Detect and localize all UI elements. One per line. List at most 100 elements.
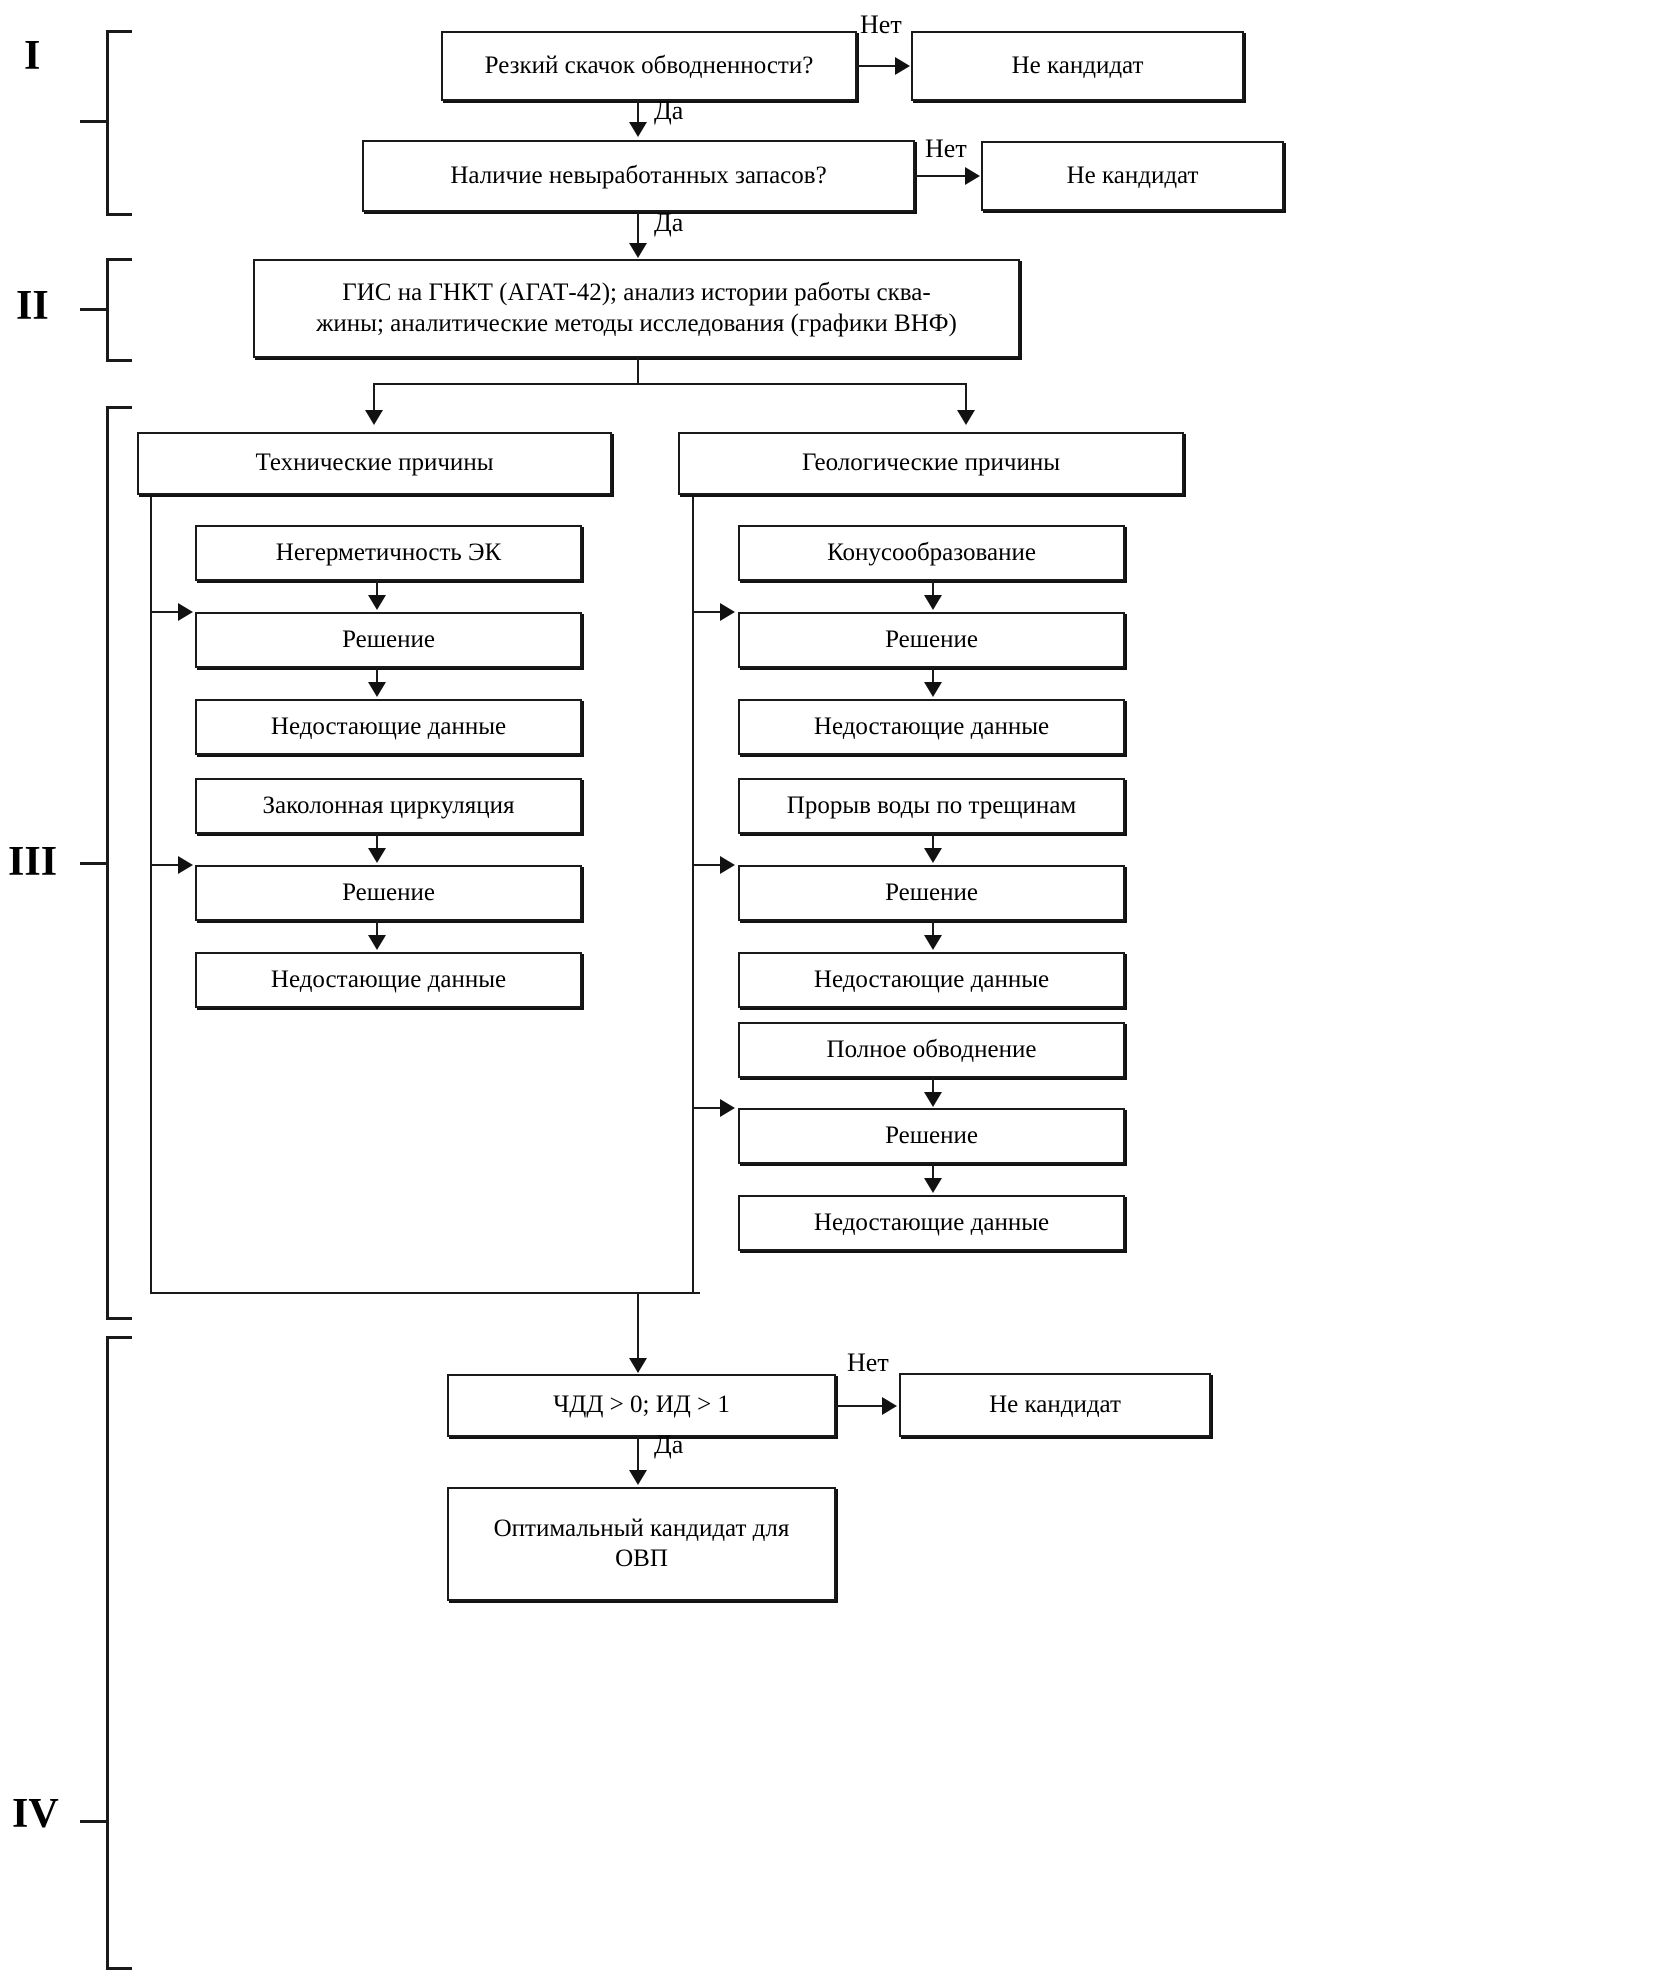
arrowhead-q2-stage2 bbox=[629, 243, 647, 258]
arrowhead-geological-3-4 bbox=[924, 848, 942, 863]
arrowhead-technical-4-5 bbox=[368, 935, 386, 950]
stage-numeral-III: III bbox=[8, 839, 58, 885]
arrowhead-geological-0-1 bbox=[924, 595, 942, 610]
rail-technical-feed-2 bbox=[150, 864, 184, 866]
arrowhead-economics-reject bbox=[882, 1397, 897, 1415]
edge-q1-to-reject1 bbox=[857, 65, 901, 67]
edge-label-q1-yes: Да bbox=[654, 96, 684, 125]
geological-item-6-label: Полное обводнение bbox=[826, 1035, 1037, 1063]
arrowhead-to-geological bbox=[957, 410, 975, 425]
geological-item-0-label: Конусообразование bbox=[827, 538, 1036, 566]
stage-tick-II bbox=[80, 308, 108, 311]
edge-label-q2-yes: Да bbox=[654, 208, 684, 237]
decision-water-cut-jump[interactable]: Резкий скачок обводненности? bbox=[441, 31, 857, 101]
result-optimal-candidate-line2: ОВП bbox=[615, 1545, 668, 1572]
rail-technical-vertical bbox=[150, 494, 152, 1294]
geological-item-5: Недостающие данные bbox=[738, 952, 1125, 1008]
stage-numeral-IV: IV bbox=[12, 1791, 59, 1837]
geological-item-1: Решение bbox=[738, 612, 1125, 668]
geological-item-0: Конусообразование bbox=[738, 525, 1125, 581]
geological-item-8: Недостающие данные bbox=[738, 1195, 1125, 1251]
technical-causes-header-label: Технические причины bbox=[255, 449, 494, 477]
result-not-candidate-1-label: Не кандидат bbox=[1011, 51, 1144, 79]
arrowhead-technical-feed-1 bbox=[178, 603, 193, 621]
geological-item-4: Решение bbox=[738, 865, 1125, 921]
geological-item-6: Полное обводнение bbox=[738, 1022, 1125, 1078]
edge-geological-7-8 bbox=[932, 1164, 934, 1185]
edge-stage2-to-geological bbox=[965, 383, 967, 421]
arrowhead-q1-q2 bbox=[629, 122, 647, 137]
geological-causes-header-label: Геологические причины bbox=[801, 449, 1061, 477]
technical-item-2: Недостающие данные bbox=[195, 699, 582, 755]
edge-geological-1-2 bbox=[932, 668, 934, 689]
result-not-candidate-3-label: Не кандидат bbox=[989, 1390, 1121, 1418]
investigation-methods-line1: ГИС на ГНКТ (АГАТ-42); анализ истории ра… bbox=[342, 279, 931, 306]
result-not-candidate-2-label: Не кандидат bbox=[1066, 161, 1199, 189]
rail-technical-feed-1 bbox=[150, 611, 184, 613]
edge-technical-4-5 bbox=[376, 921, 378, 942]
edge-geological-3-4 bbox=[932, 834, 934, 855]
geological-item-7: Решение bbox=[738, 1108, 1125, 1164]
decision-economics-label: ЧДД > 0; ИД > 1 bbox=[553, 1391, 730, 1419]
result-not-candidate-3: Не кандидат bbox=[899, 1373, 1211, 1437]
edge-technical-3-4 bbox=[376, 834, 378, 855]
arrowhead-technical-feed-2 bbox=[178, 856, 193, 874]
arrowhead-geological-6-7 bbox=[924, 1092, 942, 1107]
arrowhead-q2-reject bbox=[965, 167, 980, 185]
investigation-methods-line2: жины; аналитические методы исследования … bbox=[316, 309, 957, 337]
geological-item-8-label: Недостающие данные bbox=[813, 1208, 1050, 1236]
edge-q2-to-stage2 bbox=[637, 212, 639, 255]
arrowhead-technical-1-2 bbox=[368, 682, 386, 697]
technical-item-2-label: Недостающие данные bbox=[270, 712, 507, 740]
geological-item-2-label: Недостающие данные bbox=[813, 712, 1050, 740]
technical-item-1-label: Решение bbox=[342, 625, 435, 653]
technical-item-5-label: Недостающие данные bbox=[270, 965, 507, 993]
decision-economics[interactable]: ЧДД > 0; ИД > 1 bbox=[447, 1374, 836, 1437]
rail-geological-feed-3 bbox=[692, 1107, 726, 1109]
edge-q1-to-q2 bbox=[637, 101, 639, 134]
technical-item-3: Заколонная циркуляция bbox=[195, 778, 582, 834]
geological-item-3: Прорыв воды по трещинам bbox=[738, 778, 1125, 834]
result-optimal-candidate-line1: Оптимальный кандидат для bbox=[493, 1514, 790, 1542]
arrowhead-q1-reject bbox=[895, 57, 910, 75]
decision-water-cut-jump-label: Резкий скачок обводненности? bbox=[484, 51, 814, 79]
rail-technical-bottom bbox=[150, 1292, 700, 1294]
stage-bracket-II bbox=[106, 258, 132, 362]
rail-geological-vertical bbox=[692, 494, 694, 1294]
decision-unproduced-reserves[interactable]: Наличие невыработанных запасов? bbox=[362, 140, 915, 212]
arrowhead-geological-feed-2 bbox=[720, 856, 735, 874]
stage-bracket-I bbox=[106, 30, 132, 216]
edge-q2-to-reject2 bbox=[915, 175, 971, 177]
technical-item-5: Недостающие данные bbox=[195, 952, 582, 1008]
edge-label-economics-no: Нет bbox=[847, 1348, 889, 1377]
investigation-methods-box: ГИС на ГНКТ (АГАТ-42); анализ истории ра… bbox=[253, 259, 1020, 358]
stage-tick-III bbox=[80, 862, 108, 865]
edge-stage3-collector bbox=[637, 1292, 639, 1372]
geological-item-2: Недостающие данные bbox=[738, 699, 1125, 755]
geological-item-1-label: Решение bbox=[885, 625, 978, 653]
arrowhead-technical-0-1 bbox=[368, 595, 386, 610]
technical-causes-header: Технические причины bbox=[137, 432, 612, 495]
edge-geological-0-1 bbox=[932, 581, 934, 602]
edge-economics-to-reject bbox=[836, 1405, 888, 1407]
arrowhead-stage3-stage4 bbox=[629, 1358, 647, 1373]
result-not-candidate-1: Не кандидат bbox=[911, 31, 1244, 101]
edge-economics-to-accept bbox=[637, 1437, 639, 1482]
geological-item-5-label: Недостающие данные bbox=[813, 965, 1050, 993]
arrowhead-technical-3-4 bbox=[368, 848, 386, 863]
arrowhead-to-technical bbox=[365, 410, 383, 425]
arrowhead-economics-accept bbox=[629, 1470, 647, 1485]
stage-numeral-I: I bbox=[24, 33, 41, 79]
edge-stage2-trunk bbox=[637, 358, 639, 384]
edge-label-q2-no: Нет bbox=[925, 134, 967, 163]
rail-geological-feed-1 bbox=[692, 611, 726, 613]
decision-unproduced-reserves-label: Наличие невыработанных запасов? bbox=[450, 161, 827, 189]
technical-item-3-label: Заколонная циркуляция bbox=[262, 791, 515, 819]
stage-bracket-III bbox=[106, 406, 132, 1320]
arrowhead-geological-feed-3 bbox=[720, 1099, 735, 1117]
result-not-candidate-2: Не кандидат bbox=[981, 141, 1284, 211]
edge-stage2-split bbox=[373, 383, 967, 385]
technical-item-4: Решение bbox=[195, 865, 582, 921]
technical-item-1: Решение bbox=[195, 612, 582, 668]
